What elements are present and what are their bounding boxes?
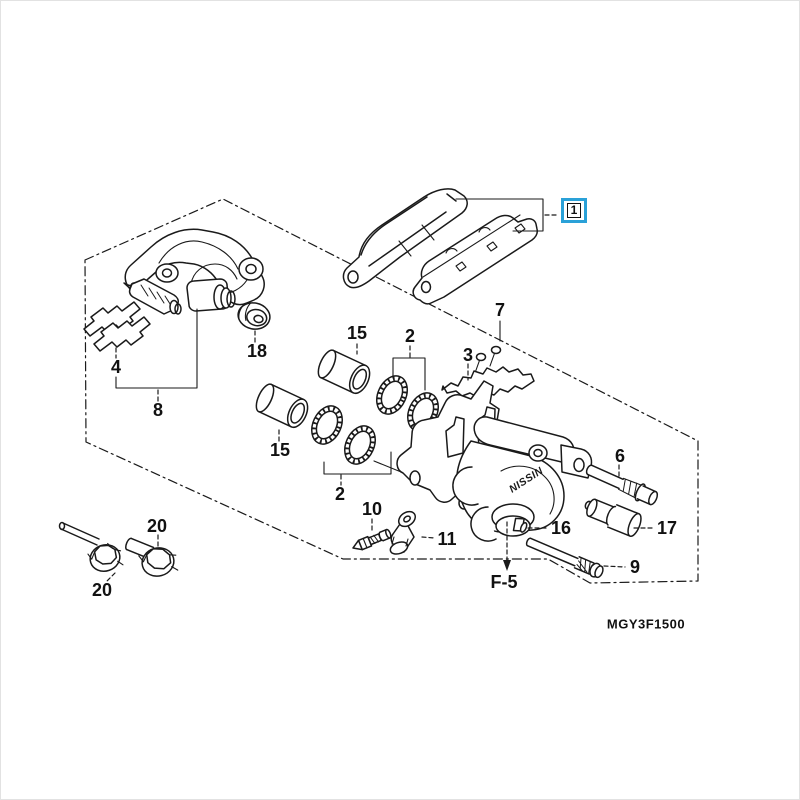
piston-lower-drawing [255, 383, 309, 429]
part-label-6: 6 [614, 446, 626, 466]
part-label-4: 4 [110, 357, 122, 377]
brake-pad-drawing [342, 188, 468, 289]
bleeder-10-drawing [352, 528, 392, 551]
flange-bolt-20-upper-drawing [125, 537, 179, 577]
part-label-3: 3 [462, 345, 474, 365]
part-label-2-lower: 2 [334, 484, 346, 504]
pad-pin-9-drawing [525, 537, 604, 579]
part-label-20-upper: 20 [146, 516, 168, 536]
bolt-6-drawing [585, 464, 659, 506]
seal-a1-drawing [376, 375, 408, 415]
slide-pin-drawing [128, 278, 182, 315]
bracket-arm-drawing [123, 228, 265, 306]
part-label-9: 9 [629, 557, 641, 577]
bushing-18-drawing [237, 302, 271, 330]
pad-clip-drawing [83, 301, 151, 352]
piston-upper-drawing [317, 349, 371, 395]
part-label-17: 17 [656, 518, 678, 538]
seal-b1-drawing [311, 405, 343, 445]
assembly-enclosure-outline [84, 198, 699, 584]
part-label-20-lower: 20 [91, 580, 113, 600]
part-1-callout-number: 1 [566, 203, 582, 218]
plug-16-drawing [512, 517, 528, 533]
pad-spring-drawing [441, 345, 535, 398]
part-label-8: 8 [152, 400, 164, 420]
diagram-code: MGY3F1500 [606, 616, 686, 632]
part-label-18: 18 [246, 341, 268, 361]
stud-bolt-20-lower-drawing [58, 521, 124, 572]
f5-arrow [503, 521, 511, 571]
seal-b2-drawing [344, 425, 376, 465]
pin-boot-drawing [186, 263, 238, 312]
part-label-16: 16 [550, 518, 572, 538]
part-label-10: 10 [361, 499, 383, 519]
leader-lines [106, 198, 653, 582]
part-label-15-lower: 15 [269, 440, 291, 460]
part-label-7: 7 [494, 300, 506, 320]
part-label-11: 11 [437, 529, 457, 549]
sleeve-17-drawing [584, 498, 642, 538]
part-1-callout[interactable]: 1 [561, 198, 587, 223]
part-label-2-upper: 2 [404, 326, 416, 346]
joint-11-drawing [389, 510, 417, 555]
view-reference-label: F-5 [490, 572, 518, 592]
part-label-15-upper: 15 [346, 323, 368, 343]
pad-shim-plate-drawing [412, 214, 538, 305]
